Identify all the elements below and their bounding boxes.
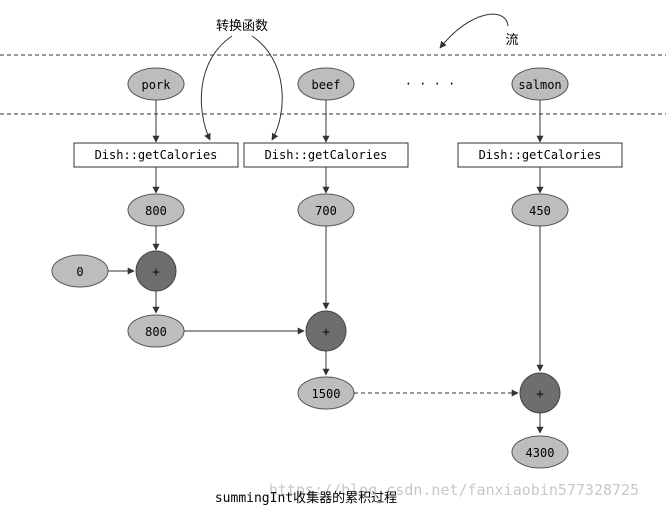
stream-item-salmon: salmon <box>518 78 561 92</box>
plus-operator-1-label: + <box>152 265 160 280</box>
function-box-2-label: Dish::getCalories <box>265 148 388 162</box>
calorie-value-beef: 700 <box>315 204 337 218</box>
transform-arrow-left <box>200 35 233 141</box>
watermark-text: https://blog.csdn.net/fanxiaobin57732872… <box>269 481 639 499</box>
transform-function-label: 转换函数 <box>216 19 268 34</box>
plus-operator-2-label: + <box>322 325 330 340</box>
caption-code: summingInt <box>215 491 293 506</box>
function-box-1-label: Dish::getCalories <box>95 148 218 162</box>
stream-item-pork: pork <box>142 78 172 92</box>
stream-arrow <box>439 13 509 49</box>
plus-operator-3-label: + <box>536 387 544 402</box>
caption: summingInt收集器的累积过程 <box>215 490 397 506</box>
transform-arrow-right <box>251 35 283 141</box>
function-box-3-label: Dish::getCalories <box>479 148 602 162</box>
final-result-node <box>511 435 569 469</box>
calorie-value-salmon: 450 <box>529 204 551 218</box>
partial-result-2: 1500 <box>312 387 341 401</box>
final-result: 4300 <box>526 446 555 460</box>
stream-label: 流 <box>505 33 518 48</box>
initial-value: 0 <box>76 265 83 279</box>
partial-result-1: 800 <box>145 325 167 339</box>
stream-ellipsis: · · · · <box>405 77 456 91</box>
caption-text: 收集器的累积过程 <box>293 490 397 506</box>
calorie-value-pork: 800 <box>145 204 167 218</box>
stream-item-beef: beef <box>312 78 341 92</box>
